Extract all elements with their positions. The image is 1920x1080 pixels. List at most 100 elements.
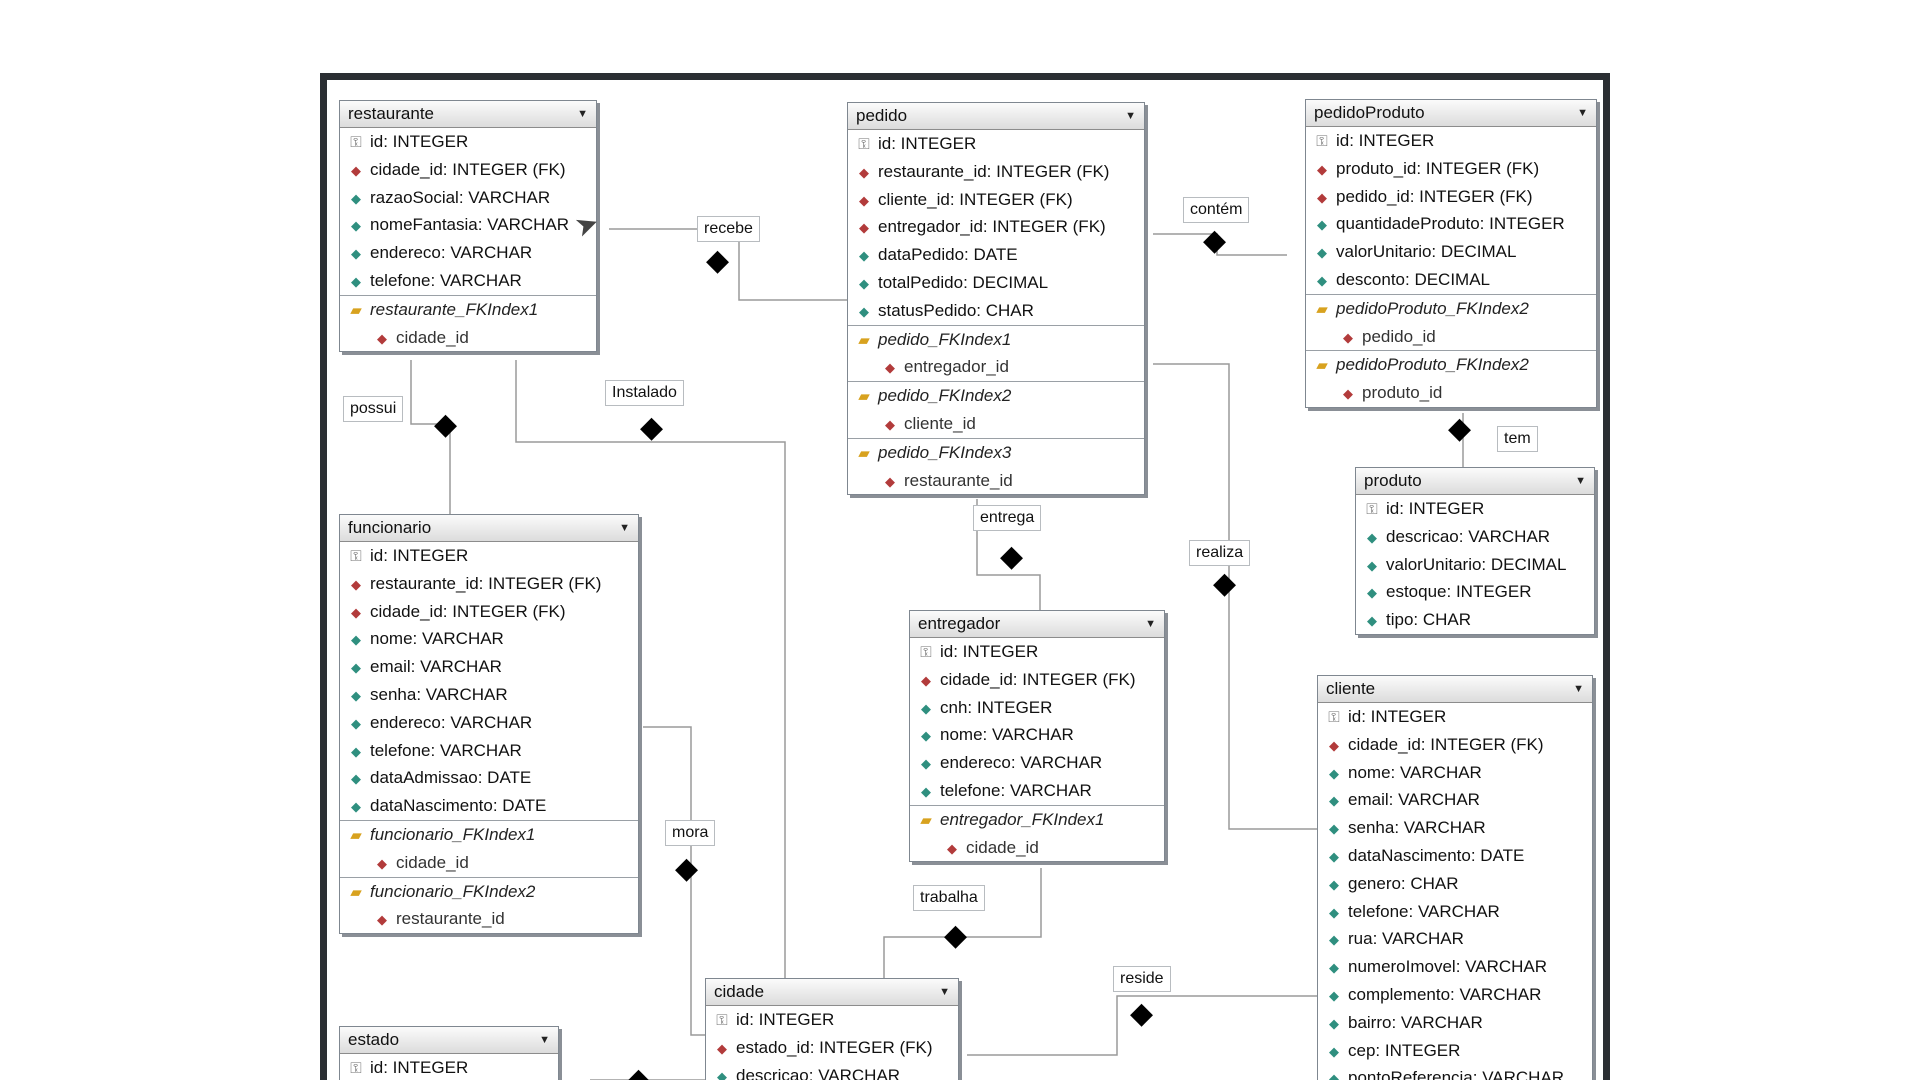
relation-label-trabalha[interactable]: trabalha — [913, 885, 985, 911]
dropdown-caret-icon[interactable]: ▼ — [1125, 110, 1136, 122]
relation-label-possui[interactable]: possui — [343, 396, 404, 422]
relation-label-recebe[interactable]: recebe — [697, 216, 760, 242]
column-row[interactable]: ◆nome: VARCHAR — [910, 721, 1164, 749]
index-column-row[interactable]: ◆cidade_id — [910, 834, 1164, 862]
index-row[interactable]: ▰pedido_FKIndex2 — [848, 381, 1144, 410]
dropdown-caret-icon[interactable]: ▼ — [1145, 618, 1156, 630]
column-row[interactable]: ◆pontoReferencia: VARCHAR — [1318, 1064, 1592, 1080]
column-row[interactable]: ◆telefone: VARCHAR — [910, 777, 1164, 805]
column-row[interactable]: ◆tipo: CHAR — [1356, 606, 1594, 634]
column-row[interactable]: ◆email: VARCHAR — [340, 653, 638, 681]
table-pedidoProduto[interactable]: pedidoProduto▼ ⚿id: INTEGER◆produto_id: … — [1305, 99, 1597, 408]
dropdown-caret-icon[interactable]: ▼ — [939, 986, 950, 998]
column-row[interactable]: ◆senha: VARCHAR — [1318, 814, 1592, 842]
column-row[interactable]: ◆cnh: INTEGER — [910, 694, 1164, 722]
index-column-row[interactable]: ◆cidade_id — [340, 324, 596, 352]
column-row[interactable]: ◆nome: VARCHAR — [340, 625, 638, 653]
dropdown-caret-icon[interactable]: ▼ — [619, 522, 630, 534]
index-column-row[interactable]: ◆restaurante_id — [340, 905, 638, 933]
column-row[interactable]: ◆genero: CHAR — [1318, 870, 1592, 898]
column-row[interactable]: ◆numeroImovel: VARCHAR — [1318, 953, 1592, 981]
index-row[interactable]: ▰entregador_FKIndex1 — [910, 804, 1164, 834]
table-header[interactable]: entregador▼ — [910, 611, 1164, 638]
column-row[interactable]: ⚿id: INTEGER — [848, 130, 1144, 158]
column-row[interactable]: ◆cidade_id: INTEGER (FK) — [910, 666, 1164, 694]
column-row[interactable]: ⚿id: INTEGER — [340, 542, 638, 570]
table-cliente[interactable]: cliente▼ ⚿id: INTEGER◆cidade_id: INTEGER… — [1317, 675, 1593, 1080]
column-row[interactable]: ◆telefone: VARCHAR — [340, 737, 638, 765]
index-row[interactable]: ▰funcionario_FKIndex1 — [340, 819, 638, 849]
column-row[interactable]: ◆email: VARCHAR — [1318, 786, 1592, 814]
column-row[interactable]: ◆bairro: VARCHAR — [1318, 1009, 1592, 1037]
relation-label-entrega[interactable]: entrega — [973, 505, 1042, 531]
column-row[interactable]: ◆pedido_id: INTEGER (FK) — [1306, 183, 1596, 211]
index-column-row[interactable]: ◆cidade_id — [340, 849, 638, 877]
index-row[interactable]: ▰pedido_FKIndex3 — [848, 437, 1144, 467]
column-row[interactable]: ◆dataNascimento: DATE — [340, 792, 638, 820]
column-row[interactable]: ⚿id: INTEGER — [1356, 495, 1594, 523]
column-row[interactable]: ⚿id: INTEGER — [910, 638, 1164, 666]
column-row[interactable]: ⚿id: INTEGER — [706, 1006, 958, 1034]
column-row[interactable]: ◆cliente_id: INTEGER (FK) — [848, 186, 1144, 214]
column-row[interactable]: ◆endereco: VARCHAR — [910, 749, 1164, 777]
column-row[interactable]: ◆telefone: VARCHAR — [1318, 898, 1592, 926]
index-column-row[interactable]: ◆restaurante_id — [848, 467, 1144, 495]
column-row[interactable]: ◆dataAdmissao: DATE — [340, 764, 638, 792]
dropdown-caret-icon[interactable]: ▼ — [539, 1034, 550, 1046]
column-row[interactable]: ◆cidade_id: INTEGER (FK) — [1318, 731, 1592, 759]
column-row[interactable]: ◆statusPedido: CHAR — [848, 297, 1144, 325]
relation-label-contem[interactable]: contém — [1183, 197, 1250, 223]
column-row[interactable]: ◆descricao: VARCHAR — [706, 1062, 958, 1080]
table-header[interactable]: funcionario▼ — [340, 515, 638, 542]
column-row[interactable]: ◆estado_id: INTEGER (FK) — [706, 1034, 958, 1062]
column-row[interactable]: ◆entregador_id: INTEGER (FK) — [848, 213, 1144, 241]
table-header[interactable]: estado▼ — [340, 1027, 558, 1054]
column-row[interactable]: ◆senha: VARCHAR — [340, 681, 638, 709]
table-header[interactable]: pedidoProduto▼ — [1306, 100, 1596, 127]
index-row[interactable]: ▰pedido_FKIndex1 — [848, 324, 1144, 354]
column-row[interactable]: ◆cidade_id: INTEGER (FK) — [340, 156, 596, 184]
index-column-row[interactable]: ◆pedido_id — [1306, 323, 1596, 351]
index-row[interactable]: ▰funcionario_FKIndex2 — [340, 876, 638, 906]
relation-label-tem[interactable]: tem — [1497, 426, 1538, 452]
column-row[interactable]: ◆telefone: VARCHAR — [340, 267, 596, 295]
table-header[interactable]: restaurante▼ — [340, 101, 596, 128]
column-row[interactable]: ◆produto_id: INTEGER (FK) — [1306, 155, 1596, 183]
column-row[interactable]: ◆restaurante_id: INTEGER (FK) — [848, 158, 1144, 186]
table-header[interactable]: cidade▼ — [706, 979, 958, 1006]
column-row[interactable]: ◆dataNascimento: DATE — [1318, 842, 1592, 870]
column-row[interactable]: ◆endereco: VARCHAR — [340, 239, 596, 267]
column-row[interactable]: ⚿id: INTEGER — [340, 1054, 558, 1080]
index-row[interactable]: ▰pedidoProduto_FKIndex2 — [1306, 350, 1596, 379]
dropdown-caret-icon[interactable]: ▼ — [1575, 475, 1586, 487]
table-restaurante[interactable]: restaurante▼ ⚿id: INTEGER◆cidade_id: INT… — [339, 100, 597, 353]
relation-label-realiza[interactable]: realiza — [1189, 540, 1251, 566]
column-row[interactable]: ◆razaoSocial: VARCHAR — [340, 184, 596, 212]
column-row[interactable]: ◆descricao: VARCHAR — [1356, 523, 1594, 551]
column-row[interactable]: ◆valorUnitario: DECIMAL — [1356, 551, 1594, 579]
column-row[interactable]: ◆valorUnitario: DECIMAL — [1306, 238, 1596, 266]
table-produto[interactable]: produto▼ ⚿id: INTEGER◆descricao: VARCHAR… — [1355, 467, 1595, 635]
dropdown-caret-icon[interactable]: ▼ — [1577, 107, 1588, 119]
column-row[interactable]: ◆rua: VARCHAR — [1318, 925, 1592, 953]
relation-label-mora[interactable]: mora — [665, 820, 716, 846]
relation-label-instalado[interactable]: Instalado — [605, 380, 684, 406]
index-row[interactable]: ▰restaurante_FKIndex1 — [340, 294, 596, 324]
column-row[interactable]: ◆desconto: DECIMAL — [1306, 266, 1596, 294]
index-column-row[interactable]: ◆produto_id — [1306, 379, 1596, 407]
column-row[interactable]: ◆quantidadeProduto: INTEGER — [1306, 210, 1596, 238]
column-row[interactable]: ◆cidade_id: INTEGER (FK) — [340, 598, 638, 626]
column-row[interactable]: ◆nome: VARCHAR — [1318, 759, 1592, 787]
dropdown-caret-icon[interactable]: ▼ — [577, 108, 588, 120]
index-row[interactable]: ▰pedidoProduto_FKIndex2 — [1306, 293, 1596, 323]
table-estado[interactable]: estado▼ ⚿id: INTEGER — [339, 1026, 559, 1080]
dropdown-caret-icon[interactable]: ▼ — [1573, 683, 1584, 695]
column-row[interactable]: ⚿id: INTEGER — [340, 128, 596, 156]
column-row[interactable]: ⚿id: INTEGER — [1306, 127, 1596, 155]
table-entregador[interactable]: entregador▼ ⚿id: INTEGER◆cidade_id: INTE… — [909, 610, 1165, 863]
relation-label-reside[interactable]: reside — [1113, 966, 1171, 992]
column-row[interactable]: ◆estoque: INTEGER — [1356, 578, 1594, 606]
column-row[interactable]: ◆totalPedido: DECIMAL — [848, 269, 1144, 297]
table-cidade[interactable]: cidade▼ ⚿id: INTEGER◆estado_id: INTEGER … — [705, 978, 959, 1080]
table-funcionario[interactable]: funcionario▼ ⚿id: INTEGER ◆restaurante_id… — [339, 514, 639, 935]
